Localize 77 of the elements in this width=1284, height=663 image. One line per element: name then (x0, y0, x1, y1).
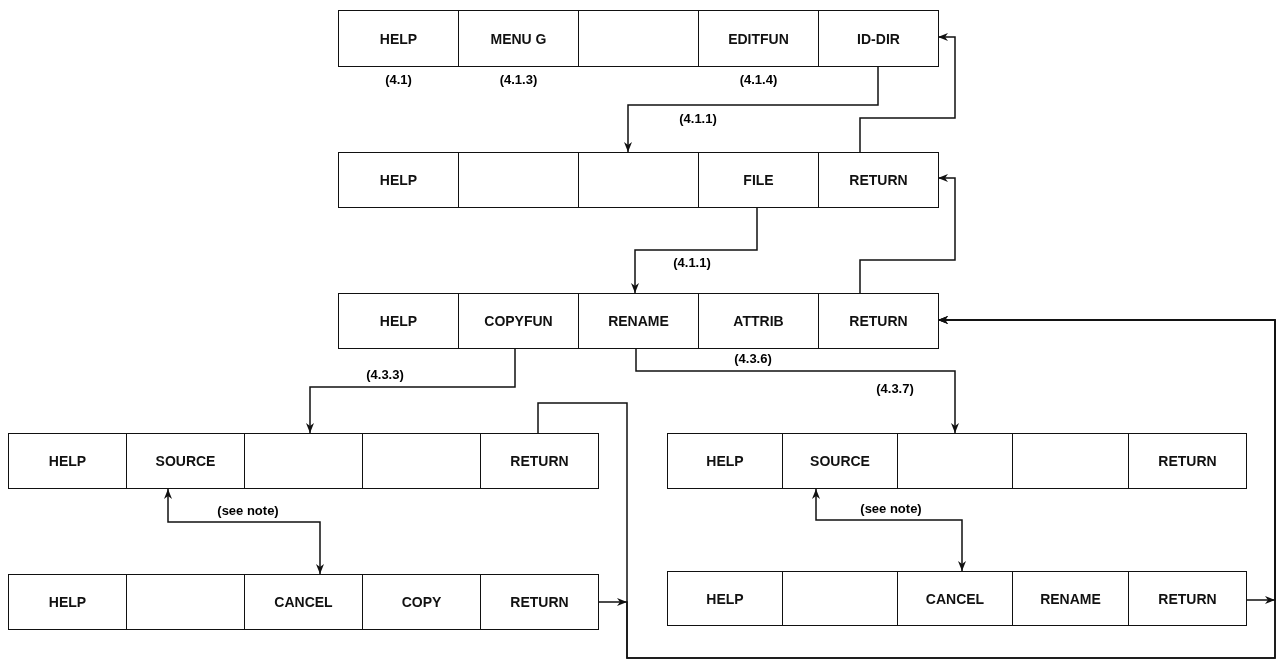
menu-cell (1128, 571, 1247, 626)
menu-item-label: COPY (401, 594, 442, 610)
menu-item-label: RENAME (1040, 590, 1101, 607)
menu-item-label: RETURN (510, 453, 569, 469)
menu-cell (244, 433, 363, 489)
menu-cell (8, 574, 127, 630)
menu-item-label: RETURN (849, 313, 908, 329)
connector-arrow (624, 66, 879, 153)
menu-cell (578, 152, 699, 208)
menu-item-label: HELP (48, 594, 87, 610)
menu-cell (480, 433, 599, 489)
menu-item-label: HELP (379, 313, 418, 329)
menu-cell (362, 574, 481, 630)
edge-label: (see note) (859, 502, 923, 516)
menu-item-label: MENU G (490, 30, 547, 47)
menu-item-label: EDITFUN (728, 30, 789, 47)
menu-cell (698, 293, 819, 349)
menu-cell (897, 571, 1013, 626)
edge-label: (4.3.6) (733, 352, 773, 366)
menu-cell (698, 152, 819, 208)
section-number: (4.1.3) (498, 72, 539, 87)
menu-item-label: HELP (379, 30, 418, 47)
menu-cell (458, 152, 579, 208)
menu-item-label: RETURN (1158, 453, 1217, 469)
section-number: (4.3.7) (875, 382, 915, 396)
edge-label: (4.1.1) (672, 256, 712, 270)
menu-item-label: RETURN (1158, 590, 1217, 607)
edge-label: (4.1.1) (678, 112, 718, 126)
menu-item-label: CANCEL (274, 594, 333, 610)
edge-label: (4.3.3) (365, 368, 405, 382)
menu-cell (897, 433, 1013, 489)
menu-item-label: RENAME (608, 313, 669, 329)
edge-label: (see note) (216, 504, 280, 518)
connector-arrow (164, 488, 324, 575)
menu-cell (578, 293, 699, 349)
menu-cell (338, 293, 459, 349)
connector-arrow (635, 348, 959, 434)
menu-item-label: HELP (379, 172, 418, 188)
menu-item-label: FILE (743, 172, 774, 188)
menu-cell (818, 10, 939, 67)
menu-cell (362, 433, 481, 489)
menu-cell (667, 433, 783, 489)
menu-cell (1012, 433, 1129, 489)
section-number: (4.1) (384, 72, 413, 87)
menu-cell (338, 152, 459, 208)
menu-item-label: CANCEL (925, 590, 985, 607)
menu-item-label: HELP (706, 590, 744, 607)
menu-cell (244, 574, 363, 630)
menu-cell (458, 293, 579, 349)
connector-arrow (937, 316, 1276, 601)
menu-item-label: SOURCE (155, 453, 216, 469)
menu-cell (8, 433, 127, 489)
menu-item-label: HELP (48, 453, 87, 469)
menu-cell (782, 433, 898, 489)
menu-item-label: ATTRIB (733, 313, 784, 329)
menu-cell (1012, 571, 1129, 626)
menu-cell (1128, 433, 1247, 489)
connector-arrow (859, 174, 956, 294)
section-number: (4.1.4) (738, 72, 779, 87)
menu-item-label: SOURCE (810, 453, 870, 469)
menu-cell (818, 152, 939, 208)
menu-item-label: COPYFUN (484, 313, 553, 329)
connector-arrow (306, 348, 516, 434)
menu-item-label: ID-DIR (857, 30, 900, 47)
connector-arrow (812, 488, 966, 572)
menu-cell (782, 571, 898, 626)
menu-cell (126, 433, 245, 489)
menu-item-label: HELP (706, 453, 744, 469)
connector-arrow (859, 33, 956, 153)
menu-cell (126, 574, 245, 630)
connector-arrow (631, 207, 758, 294)
menu-item-label: RETURN (510, 594, 569, 610)
menu-cell (818, 293, 939, 349)
menu-cell (667, 571, 783, 626)
menu-cell (480, 574, 599, 630)
menu-item-label: RETURN (849, 172, 908, 188)
menu-cell (578, 10, 699, 67)
